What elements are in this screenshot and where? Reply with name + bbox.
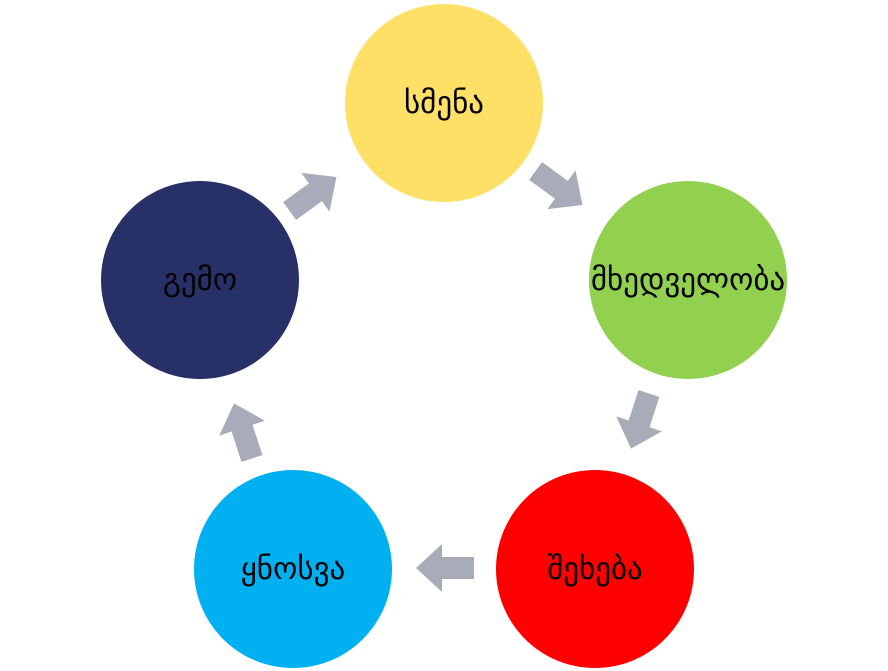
node-taste: გემო bbox=[101, 181, 299, 379]
arrow-icon bbox=[608, 386, 672, 456]
arrow-icon bbox=[211, 396, 275, 466]
node-label-hearing: სმენა bbox=[403, 85, 485, 121]
node-label-touch: შეხება bbox=[547, 551, 643, 587]
node-label-taste: გემო bbox=[162, 262, 238, 298]
arrow-icon bbox=[416, 544, 474, 592]
node-smell: ყნოსვა bbox=[194, 470, 392, 668]
arrow-icon bbox=[275, 158, 350, 231]
node-sight: მხედველობა bbox=[589, 181, 787, 379]
node-hearing: სმენა bbox=[345, 4, 543, 202]
node-label-sight: მხედველობა bbox=[590, 262, 786, 298]
node-label-smell: ყნოსვა bbox=[240, 551, 346, 587]
arrow-icon bbox=[521, 152, 596, 225]
node-touch: შეხება bbox=[496, 470, 694, 668]
